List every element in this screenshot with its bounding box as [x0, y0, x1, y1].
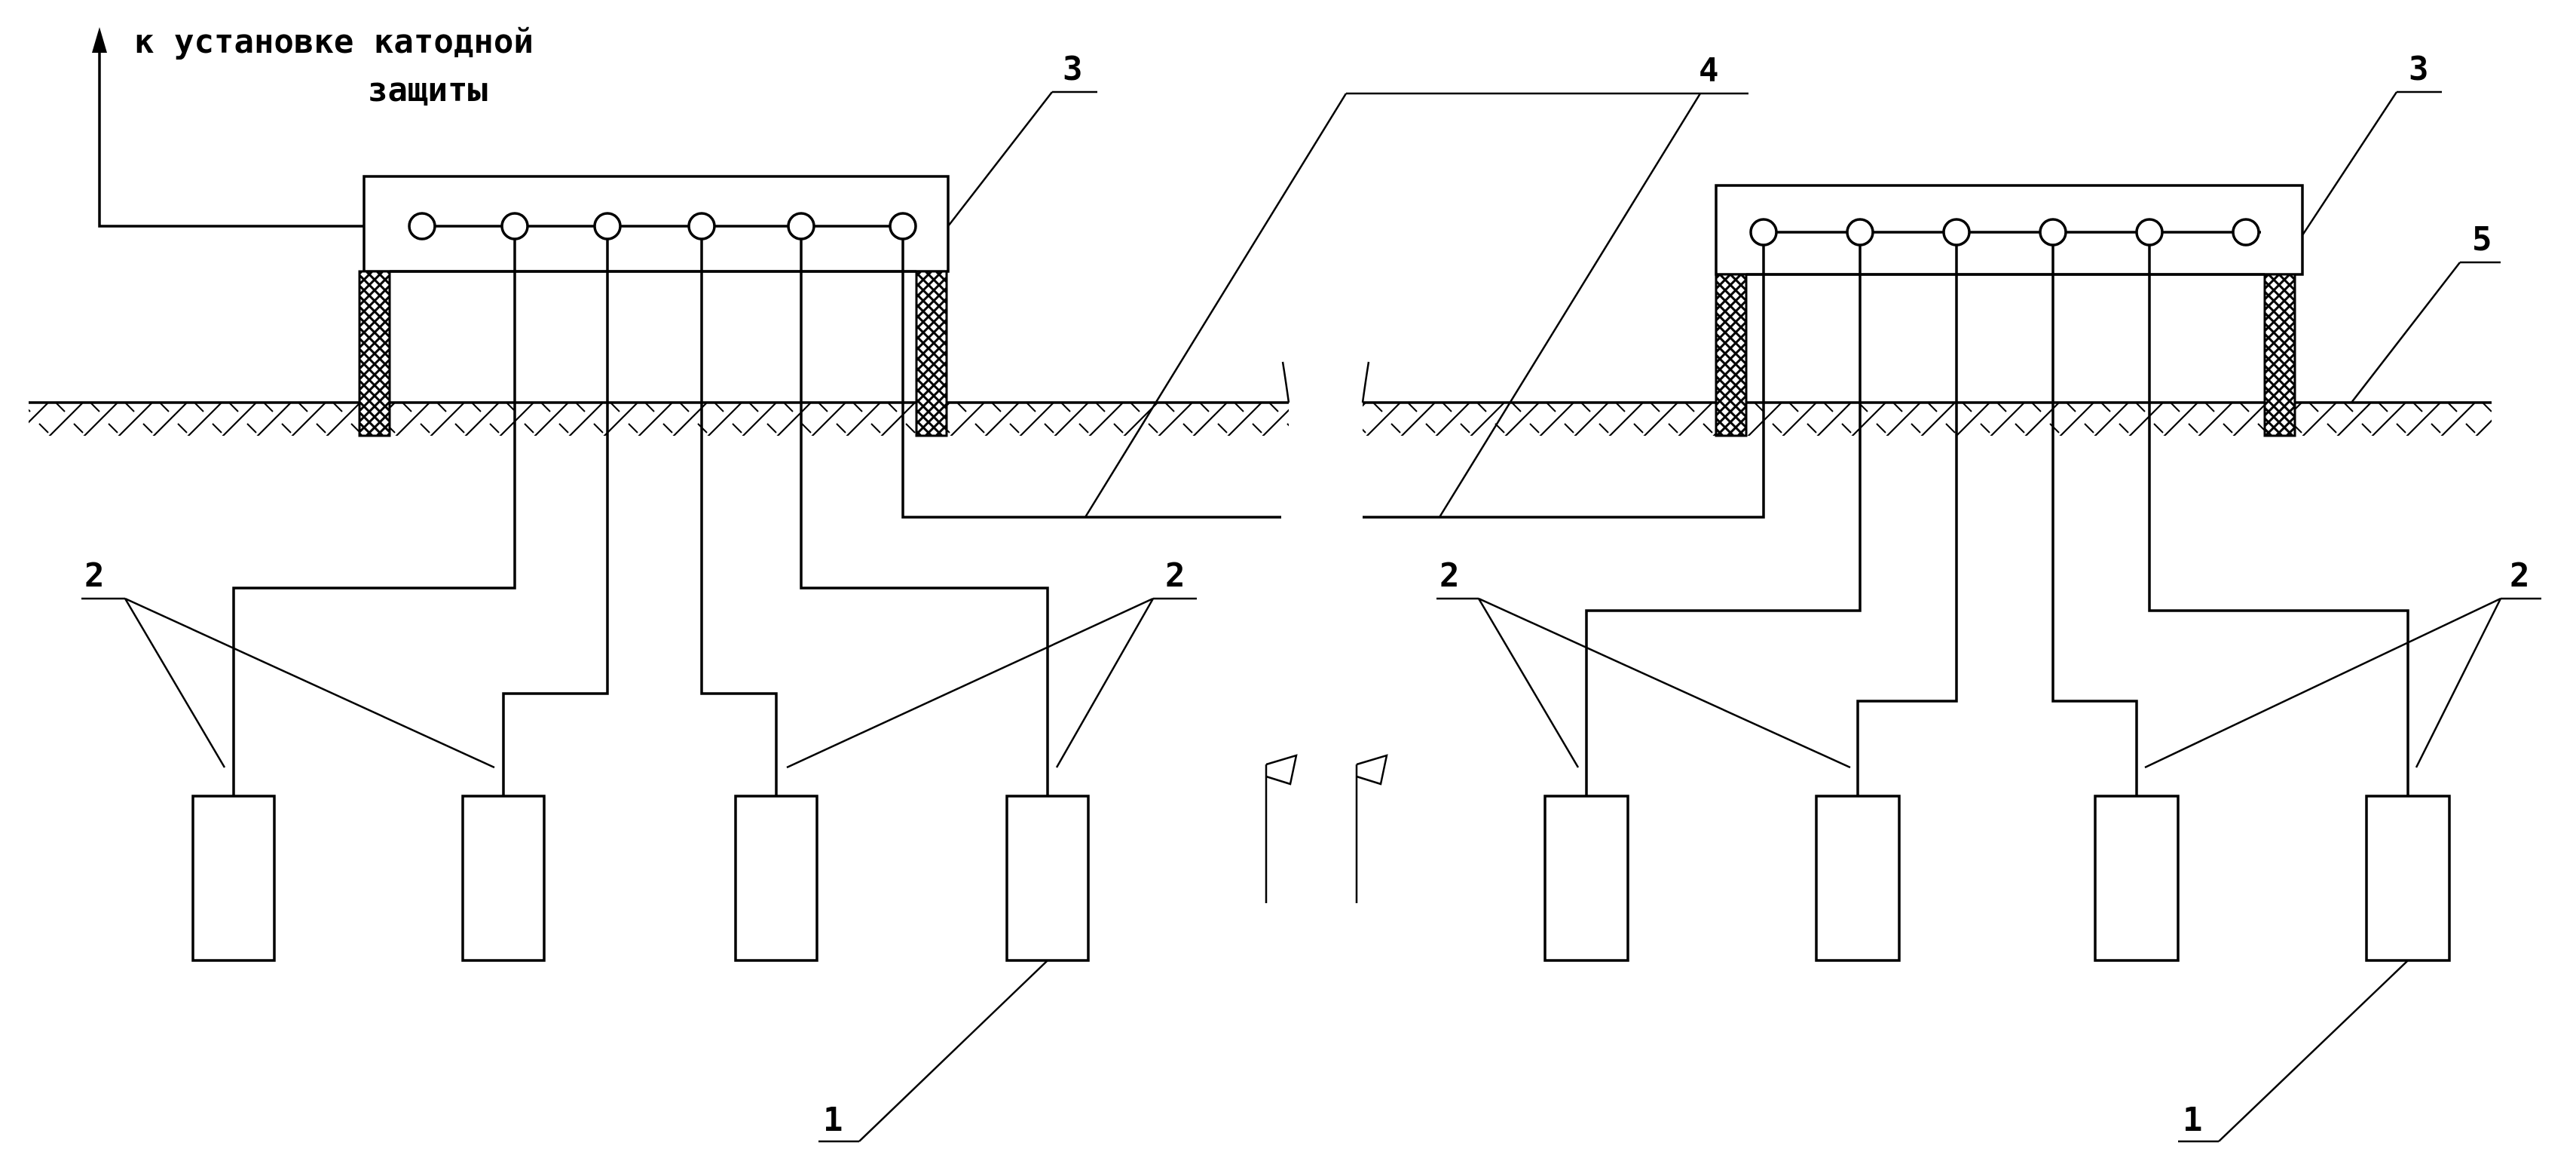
arrow-up-icon: [92, 27, 107, 53]
ground-surface: [29, 401, 2492, 436]
callout-1-right: 1: [2183, 1101, 2203, 1139]
anode: [2365, 795, 2451, 962]
callout-3-right: 3: [2409, 50, 2429, 88]
terminal-box-left: [363, 175, 950, 273]
anode: [461, 795, 546, 962]
anode: [2094, 795, 2180, 962]
anode: [734, 795, 818, 962]
terminal-icon: [787, 212, 815, 240]
terminal-icon: [1942, 218, 1971, 247]
anodes-right: [1543, 795, 2451, 962]
caption-line-2: защиты: [368, 71, 488, 109]
control-point-right: [1715, 184, 2304, 437]
callout-1-left: 1: [823, 1101, 843, 1139]
anode: [1005, 795, 1090, 962]
leaders: [81, 90, 2541, 1143]
anode-cables-left: [232, 239, 1049, 796]
control-point-left: [358, 175, 950, 437]
support-post-left-b: [915, 270, 948, 437]
callout-2-c: 2: [1439, 556, 1460, 595]
terminal-icon: [593, 212, 622, 240]
interconnect-cable: [901, 239, 1765, 519]
support-post-right-b: [2263, 273, 2296, 437]
terminal-icon: [2232, 218, 2260, 247]
callout-2-d: 2: [2510, 556, 2530, 595]
callout-labels: 3 3 4 5 2 2 2 2 1 1: [84, 50, 2530, 1139]
break-symbol: [1265, 361, 1388, 903]
callout-4: 4: [1699, 51, 1719, 90]
terminals-right: [1749, 218, 2260, 247]
terminal-icon: [1749, 218, 1778, 247]
terminal-icon: [2039, 218, 2067, 247]
terminal-icon: [687, 212, 716, 240]
callout-2-a: 2: [84, 556, 105, 595]
caption-line-1: к установке катодной: [134, 23, 534, 61]
support-post-right-a: [1715, 273, 1748, 437]
callout-2-b: 2: [1165, 556, 1186, 595]
terminal-icon: [2135, 218, 2164, 247]
callout-5: 5: [2472, 220, 2492, 259]
supply-line: [92, 27, 373, 228]
terminal-icon: [408, 212, 436, 240]
anode-cables-right: [1585, 245, 2409, 796]
terminal-icon: [1846, 218, 1874, 247]
anode: [191, 795, 276, 962]
caption: к установке катодной защиты: [134, 23, 534, 109]
anode: [1543, 795, 1629, 962]
anodes-left: [191, 795, 1090, 962]
terminal-box-right: [1715, 184, 2304, 276]
callout-3-left: 3: [1063, 50, 1083, 88]
terminal-icon: [500, 212, 529, 240]
anode: [1815, 795, 1901, 962]
support-post-left-a: [358, 270, 391, 437]
terminal-icon: [889, 212, 917, 240]
